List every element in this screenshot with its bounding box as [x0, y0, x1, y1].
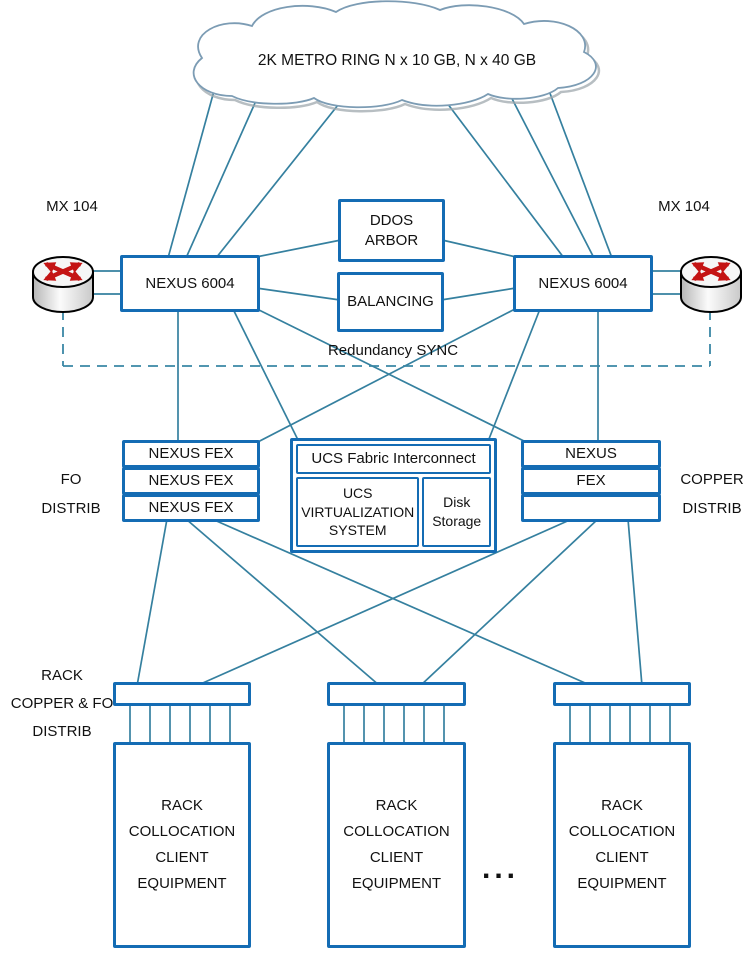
fex-left-row: NEXUS FEX: [122, 440, 260, 468]
rack-distrib-bar-3: [553, 682, 691, 706]
fo-distrib-label: FO DISTRIB: [41, 471, 101, 517]
ddos-arbor-box: DDOS ARBOR: [338, 199, 445, 262]
router-right-label: MX 104: [658, 198, 710, 215]
fex-right-row: [521, 494, 661, 522]
fex-left-row: NEXUS FEX: [122, 494, 260, 522]
rack-collocation-box-2: RACK COLLOCATION CLIENT EQUIPMENT: [327, 742, 466, 948]
nexus-6004-left-label: NEXUS 6004: [145, 274, 235, 292]
cloud-uplinks: [167, 79, 613, 259]
cloud-shape: [192, 0, 601, 113]
fex-to-rack-links: [136, 518, 643, 687]
more-racks-ellipsis: ...: [482, 852, 520, 885]
router-icon-right: [680, 256, 742, 313]
service-links: [255, 239, 517, 301]
cloud-label: 2K METRO RING N x 10 GB, N x 40 GB: [257, 52, 537, 69]
fex-right-row: NEXUS: [521, 440, 661, 468]
disk-storage-cell: Disk Storage: [422, 477, 491, 547]
nexus-6004-left: NEXUS 6004: [120, 255, 260, 312]
ucs-fabric-interconnect-block: UCS Fabric Interconnect UCS VIRTUALIZATI…: [290, 438, 497, 553]
fex-stack-left: NEXUS FEX NEXUS FEX NEXUS FEX: [122, 440, 260, 522]
copper-distrib-label: COPPER DISTRIB: [680, 471, 744, 517]
fex-right-row: FEX: [521, 467, 661, 495]
ucs-inner-row: UCS VIRTUALIZATION SYSTEM Disk Storage: [296, 477, 491, 547]
router-icon-left: [32, 256, 94, 313]
rack-distrib-bar-1: [113, 682, 251, 706]
distribution-links: [177, 308, 599, 445]
balancing-box: BALANCING: [337, 272, 444, 332]
fex-left-row: NEXUS FEX: [122, 467, 260, 495]
nexus-6004-right: NEXUS 6004: [513, 255, 653, 312]
rack-distrib-label: RACK COPPER & FO DISTRIB: [10, 667, 114, 740]
router-left-label: MX 104: [46, 198, 98, 215]
ucs-virtualization-cell: UCS VIRTUALIZATION SYSTEM: [296, 477, 420, 547]
ucs-fabric-interconnect-header: UCS Fabric Interconnect: [296, 444, 491, 474]
rack-tick-connectors: [129, 700, 671, 748]
rack-distrib-bar-2: [327, 682, 466, 706]
nexus-6004-right-label: NEXUS 6004: [538, 274, 628, 292]
rack-collocation-box-3: RACK COLLOCATION CLIENT EQUIPMENT: [553, 742, 691, 948]
redundancy-sync-line: [62, 310, 711, 367]
rack-collocation-box-1: RACK COLLOCATION CLIENT EQUIPMENT: [113, 742, 251, 948]
fex-stack-right: NEXUS FEX: [521, 440, 661, 522]
redundancy-sync-label: Redundancy SYNC: [327, 342, 459, 359]
